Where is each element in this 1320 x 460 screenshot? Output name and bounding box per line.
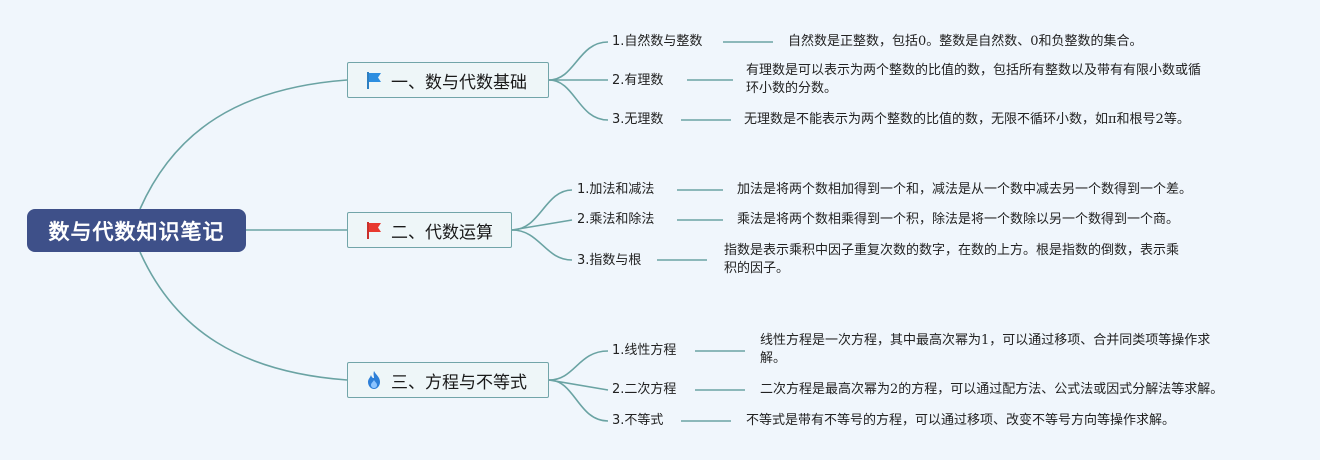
desc-3-3: 不等式是带有不等号的方程，可以通过移项、改变不等号方向等操作求解。 <box>746 413 1176 428</box>
desc-1-3: 无理数是不能表示为两个整数的比值的数，无限不循环小数，如π和根号2等。 <box>744 112 1190 127</box>
branch-1-label: 一、数与代数基础 <box>391 72 527 93</box>
desc-2-1: 加法是将两个数相加得到一个和，减法是从一个数中减去另一个数得到一个差。 <box>737 182 1193 197</box>
branch-3-label: 三、方程与不等式 <box>391 372 527 393</box>
topic-2-1[interactable]: 1.加法和减法 <box>577 182 655 197</box>
desc-1-1: 自然数是正整数，包括0。整数是自然数、0和负整数的集合。 <box>788 34 1143 49</box>
desc-2-3-line-1: 指数是表示乘积中因子重复次数的数字，在数的上方。根是指数的倒数，表示乘 <box>724 243 1180 258</box>
blue-flag-icon <box>364 70 384 90</box>
topic-3-1[interactable]: 1.线性方程 <box>612 343 677 358</box>
topic-1-3[interactable]: 3.无理数 <box>612 112 664 127</box>
topic-3-3[interactable]: 3.不等式 <box>612 413 664 428</box>
topic-1-2[interactable]: 2.有理数 <box>612 73 664 88</box>
topic-2-3[interactable]: 3.指数与根 <box>577 253 642 268</box>
root-title: 数与代数知识笔记 <box>48 219 225 244</box>
branch-2-label: 二、代数运算 <box>391 222 493 243</box>
topic-2-2[interactable]: 2.乘法和除法 <box>577 212 655 227</box>
root-node[interactable]: 数与代数知识笔记 <box>27 209 246 252</box>
desc-2-3-line-2: 积的因子。 <box>724 261 790 276</box>
desc-1-2-line-2: 环小数的分数。 <box>746 81 838 96</box>
desc-2-3: 指数是表示乘积中因子重复次数的数字，在数的上方。根是指数的倒数，表示乘 积的因子… <box>724 242 1179 278</box>
desc-3-2: 二次方程是最高次幂为2的方程，可以通过配方法、公式法或因式分解法等求解。 <box>760 382 1224 397</box>
topic-3-2[interactable]: 2.二次方程 <box>612 382 677 397</box>
desc-3-1-line-2: 解。 <box>760 351 787 366</box>
branch-2[interactable]: 二、代数运算 <box>347 212 512 248</box>
desc-3-1-line-1: 线性方程是一次方程，其中最高次幂为1，可以通过移项、合并同类项等操作求 <box>760 333 1211 348</box>
desc-1-2: 有理数是可以表示为两个整数的比值的数，包括所有整数以及带有有限小数或循 环小数的… <box>746 62 1201 98</box>
branch-3[interactable]: 三、方程与不等式 <box>347 362 549 398</box>
topic-1-1[interactable]: 1.自然数与整数 <box>612 34 703 49</box>
branch-1[interactable]: 一、数与代数基础 <box>347 62 549 98</box>
red-flag-icon <box>364 220 384 240</box>
desc-1-2-line-1: 有理数是可以表示为两个整数的比值的数，包括所有整数以及带有有限小数或循 <box>746 63 1202 78</box>
fire-icon <box>364 370 384 390</box>
desc-2-2: 乘法是将两个数相乘得到一个积，除法是将一个数除以另一个数得到一个商。 <box>737 212 1180 227</box>
desc-3-1: 线性方程是一次方程，其中最高次幂为1，可以通过移项、合并同类项等操作求 解。 <box>760 332 1210 368</box>
